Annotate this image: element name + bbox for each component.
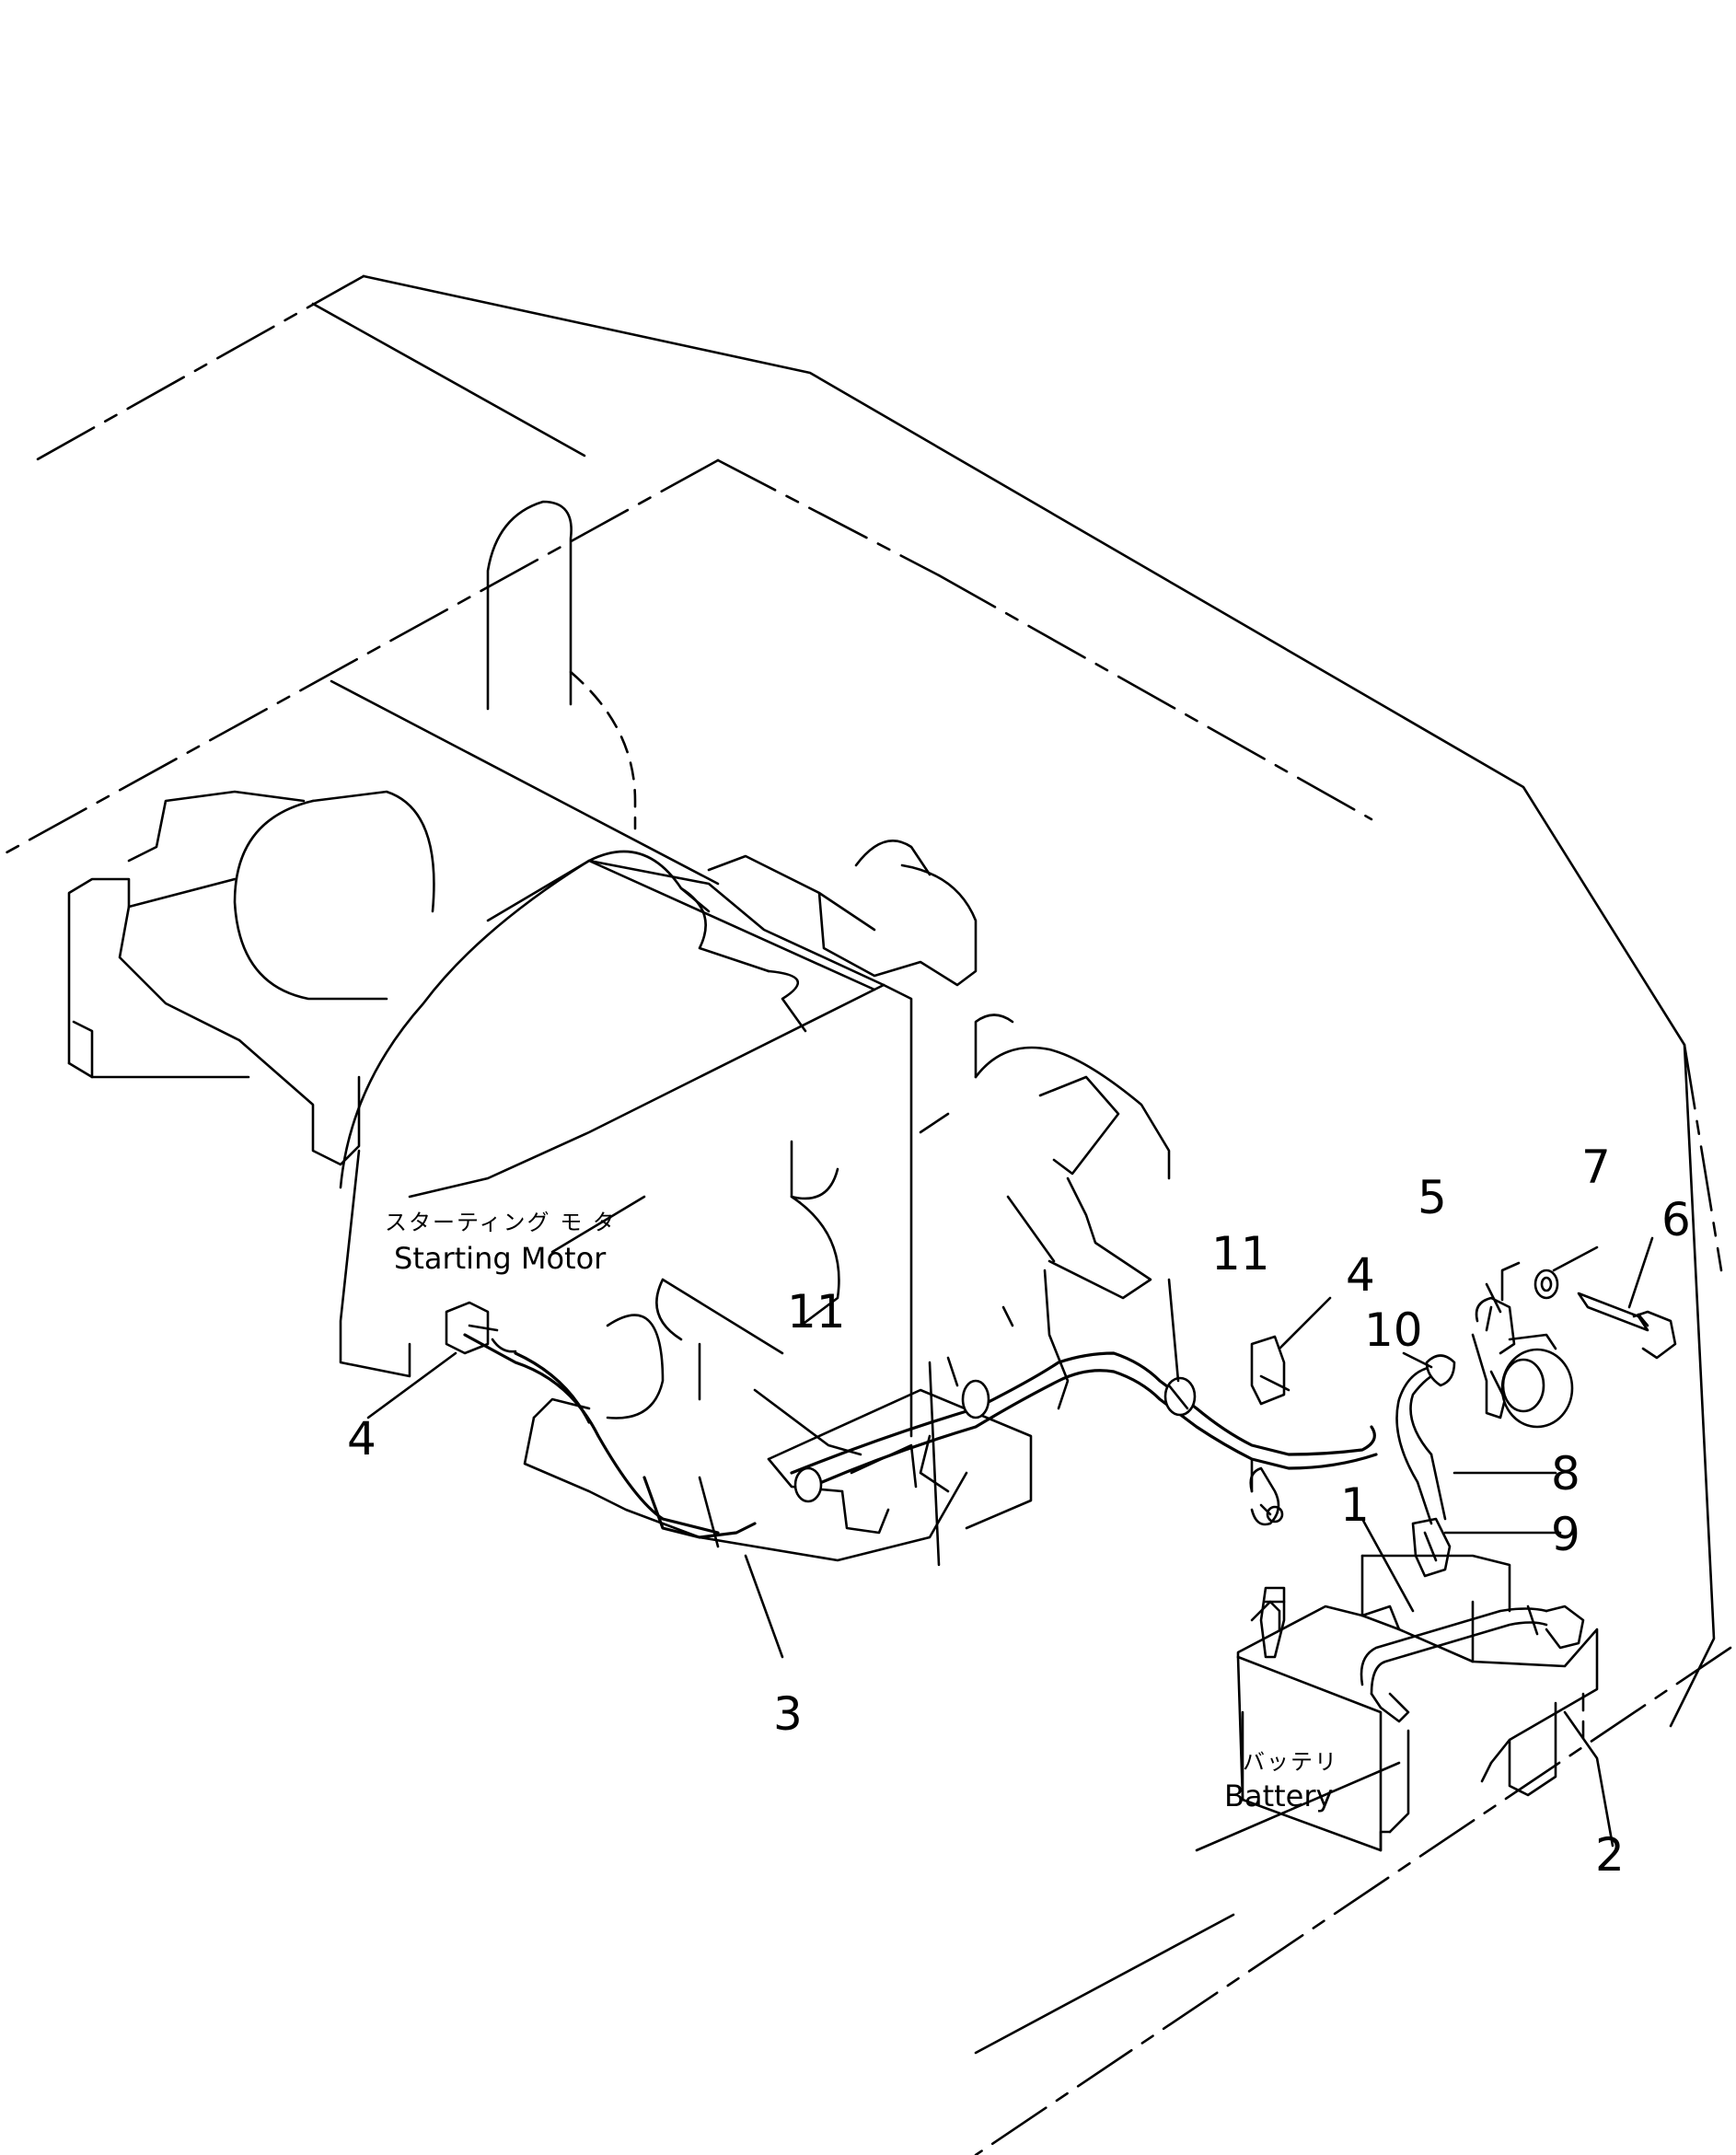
terminal-9	[1411, 1517, 1452, 1578]
callout-1: 1	[1340, 1478, 1370, 1532]
battery-terminal-clamp	[1259, 1586, 1286, 1659]
battery-label-en: Battery	[1224, 1778, 1334, 1813]
starter-bracket	[767, 1356, 1033, 1535]
callout-6: 6	[1661, 1193, 1691, 1246]
bolt	[1577, 1292, 1677, 1360]
battery-link-cable	[1360, 1605, 1585, 1723]
machine-frame-outline	[0, 274, 1732, 2155]
exhaust-pipe	[486, 500, 637, 830]
cylinder-head	[486, 850, 876, 1033]
transmission-block	[67, 877, 361, 1166]
callout-4-right: 4	[1346, 1248, 1375, 1302]
callout-8: 8	[1551, 1447, 1580, 1500]
callout-11-left: 11	[787, 1285, 846, 1338]
clip-11-left	[793, 1379, 990, 1503]
starting-motor-label-en: Starting Motor	[394, 1241, 607, 1276]
callout-9: 9	[1551, 1508, 1580, 1561]
callout-5: 5	[1418, 1171, 1447, 1224]
battery-label-jp: バッテリ	[1243, 1749, 1338, 1775]
battery-relay	[1471, 1261, 1574, 1429]
callout-11-right: 11	[1211, 1227, 1270, 1280]
callout-4-left: 4	[347, 1412, 376, 1466]
wiring-harness	[463, 1333, 1378, 1539]
terminal-cap-left	[445, 1301, 517, 1355]
callout-7: 7	[1581, 1141, 1611, 1194]
callout-2: 2	[1595, 1828, 1625, 1882]
callout-3: 3	[773, 1687, 803, 1741]
intake-housing	[707, 840, 978, 987]
air-cleaner	[127, 790, 435, 1001]
washer	[1533, 1269, 1559, 1300]
cooling-fan	[919, 1014, 1171, 1410]
terminal-cap-10	[1425, 1354, 1456, 1387]
terminal-cap-right	[1250, 1335, 1290, 1406]
battery-ground-cable	[1249, 1466, 1284, 1526]
leader-lines	[366, 1236, 1654, 1848]
starting-motor-label-jp: スターティング モ タ	[385, 1210, 617, 1235]
clip-11-right	[1163, 1376, 1197, 1417]
engine-block	[339, 859, 968, 1562]
relay-cable	[1395, 1365, 1447, 1525]
callout-10: 10	[1364, 1303, 1423, 1357]
